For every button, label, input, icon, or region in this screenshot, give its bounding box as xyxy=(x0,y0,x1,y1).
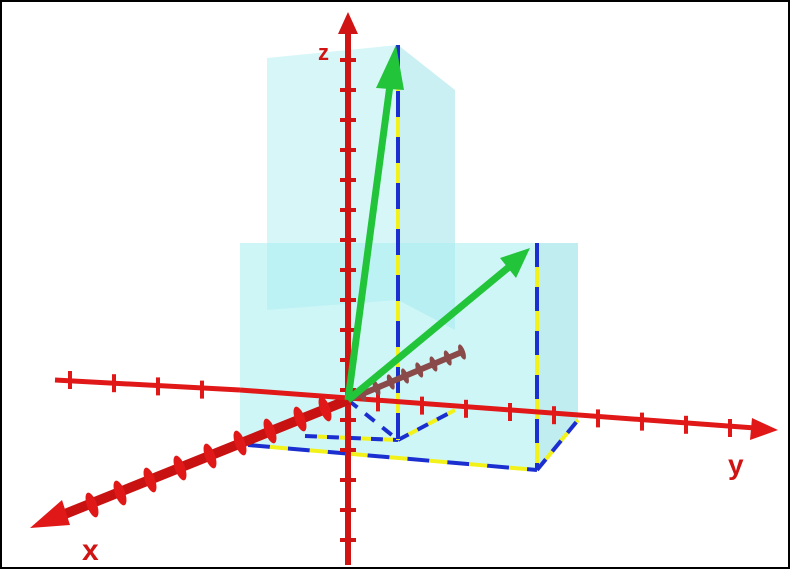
vector-b xyxy=(345,248,530,403)
y-axis-back xyxy=(54,377,241,393)
z-axis-label: z xyxy=(318,40,329,65)
x-tick xyxy=(318,396,332,422)
x-tick xyxy=(173,455,187,481)
x-tick xyxy=(113,480,127,506)
x-back-tick xyxy=(443,350,452,366)
x-tick xyxy=(203,443,217,469)
x-back-tick xyxy=(415,362,424,378)
x-axis-label: x xyxy=(82,534,99,567)
x-tick xyxy=(85,492,99,518)
z-axis-ticks xyxy=(340,58,356,542)
y-axis-ticks xyxy=(68,371,732,437)
x-tick xyxy=(233,430,247,456)
vertical-projections xyxy=(396,45,539,470)
y-axis-label: y xyxy=(728,449,744,480)
x-back-tick xyxy=(372,380,381,396)
x-back-tick xyxy=(401,368,409,384)
x-axis xyxy=(30,395,350,528)
x-back-tick xyxy=(458,344,466,360)
floor-edges xyxy=(247,398,580,472)
z-axis xyxy=(338,12,358,565)
vector-a xyxy=(344,45,404,401)
x-axis-ticks xyxy=(85,396,332,518)
y-axis xyxy=(68,371,778,440)
x-tick xyxy=(143,467,157,493)
x-tick xyxy=(263,418,277,444)
x-back-tick xyxy=(429,356,438,372)
x-axis-back-ticks xyxy=(358,344,466,402)
x-axis-back xyxy=(346,344,466,403)
x-tick xyxy=(293,406,307,432)
x-back-tick xyxy=(386,374,395,390)
